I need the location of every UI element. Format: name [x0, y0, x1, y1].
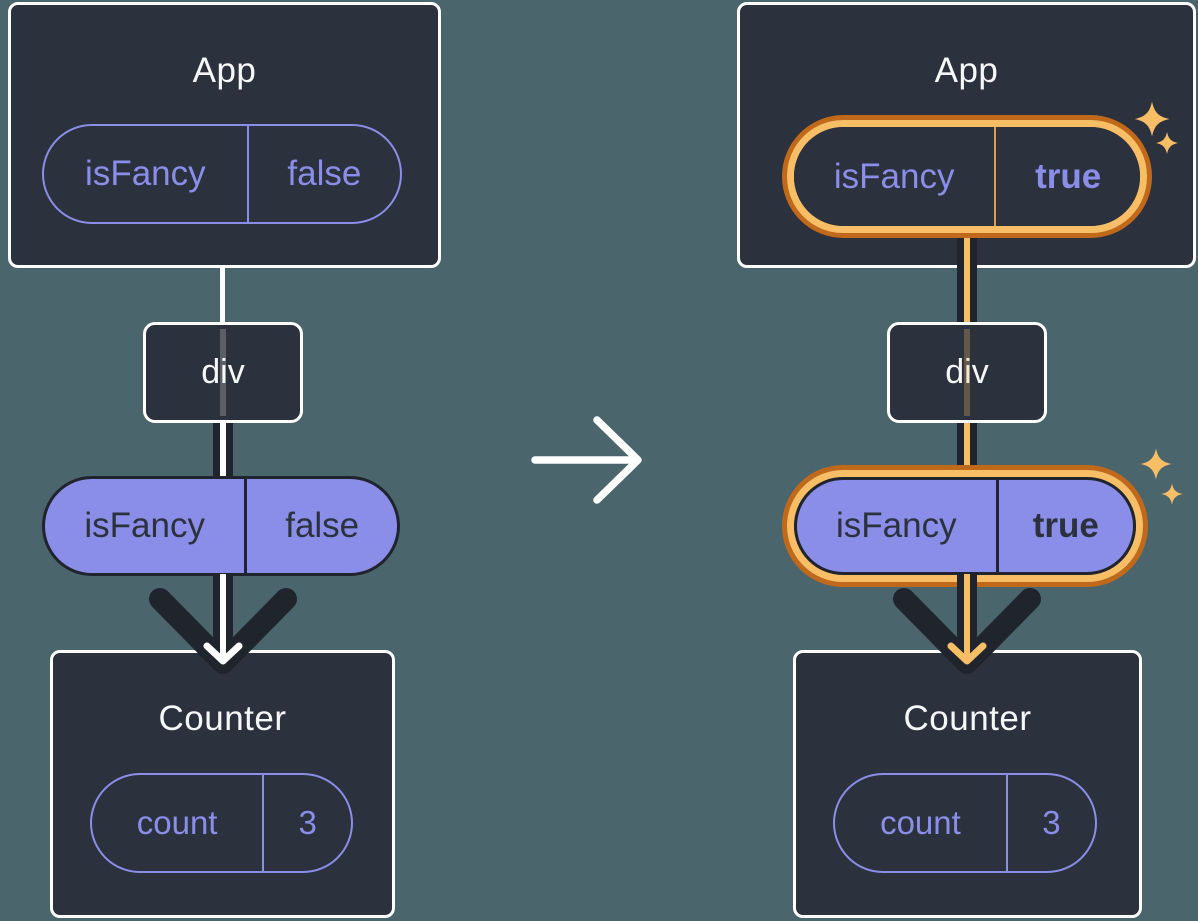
arrow-head: [593, 416, 642, 504]
prop-pill-isfancy-left: isFancy false: [42, 476, 400, 576]
counter-card-left: Counter count 3: [50, 650, 395, 918]
edge-core: [220, 423, 226, 478]
app-card-left: App isFancy false: [8, 2, 441, 268]
counter-card-right: Counter count 3: [793, 650, 1142, 918]
edge-app-to-div-right: [957, 236, 977, 322]
state-pill-count-right: count 3: [833, 773, 1097, 873]
arrow-shaft-core: [964, 574, 970, 660]
arrow-tip: [947, 642, 987, 665]
prop-name: isFancy: [45, 479, 248, 573]
highlight-ring-inner: isFancy true: [787, 120, 1147, 233]
app-title: App: [934, 51, 999, 90]
edge-div-to-prop-right: [957, 423, 977, 478]
prop-name: isFancy: [797, 480, 999, 572]
sparkle-large: [1140, 448, 1172, 480]
state-value: 3: [298, 804, 317, 841]
state-name: isFancy: [44, 126, 249, 222]
app-title: App: [192, 51, 257, 90]
state-name: count: [92, 775, 265, 871]
state-value: 3: [1042, 804, 1061, 841]
div-title: div: [945, 353, 989, 391]
edge-app-to-div-left: [220, 265, 225, 324]
state-pill-count-left: count 3: [90, 773, 353, 873]
div-title: div: [201, 353, 245, 391]
prop-value: true: [1032, 506, 1099, 545]
down-arrow-icon: [149, 574, 297, 674]
pass-through-line: [220, 329, 226, 416]
state-name: isFancy: [794, 127, 997, 226]
arrow-tip: [203, 642, 243, 665]
state-name: count: [835, 775, 1008, 871]
edge-div-to-prop-left: [213, 423, 233, 478]
state-value: true: [1035, 156, 1102, 196]
state-pill-isfancy-left: isFancy false: [42, 124, 402, 224]
prop-pill-isfancy-right: isFancy true: [794, 477, 1136, 575]
highlight-ring: isFancy true: [782, 115, 1152, 238]
sparkle-icon: [1134, 101, 1178, 154]
counter-title: Counter: [903, 699, 1032, 738]
sparkle-small: [1156, 132, 1178, 154]
state-value: false: [287, 154, 362, 193]
sparkle-icon: [1140, 448, 1183, 505]
down-arrow-icon: [893, 574, 1041, 674]
sparkle-large: [1134, 101, 1170, 137]
arrow-shaft-core: [220, 574, 226, 660]
state-pill-isfancy-right: isFancy true: [794, 127, 1140, 226]
sparkle-small: [1161, 483, 1183, 505]
edge-core: [964, 236, 970, 322]
edge-core: [964, 423, 970, 478]
counter-title: Counter: [158, 699, 287, 738]
app-card-right: App isFancy true: [737, 2, 1196, 268]
prop-value: false: [285, 506, 360, 545]
pass-through-line: [964, 329, 970, 416]
div-card-left: div: [143, 322, 303, 423]
div-card-right: div: [887, 322, 1047, 423]
right-arrow-icon: [531, 416, 642, 504]
